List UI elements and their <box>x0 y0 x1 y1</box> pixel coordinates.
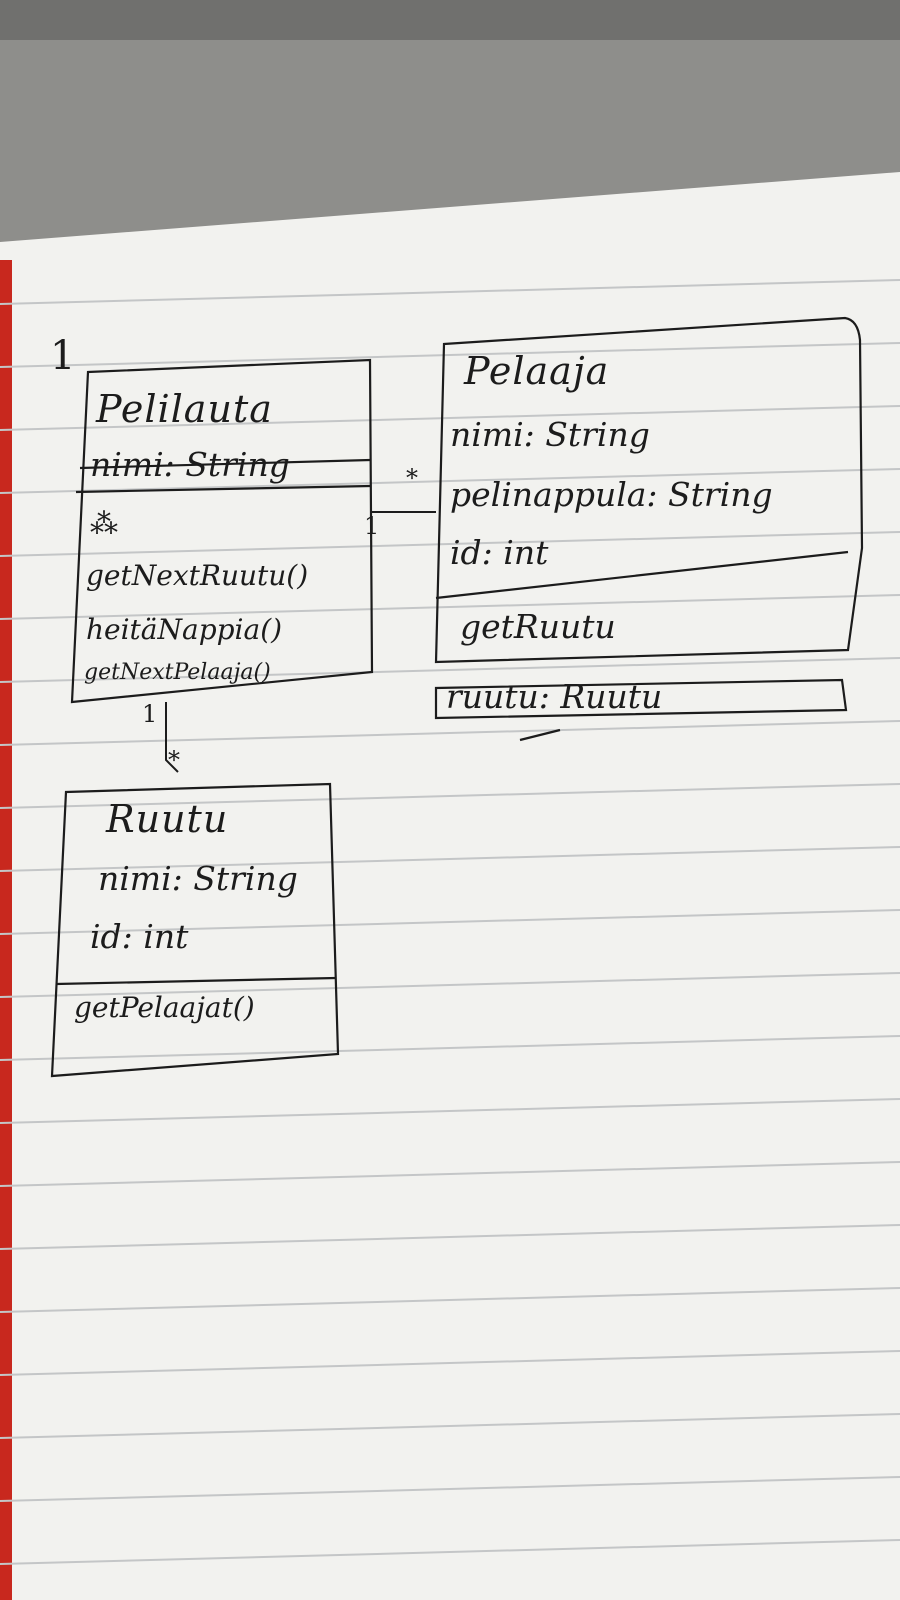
ruutu-attribute: nimi: String <box>98 859 298 898</box>
ruled-line <box>0 1035 900 1061</box>
notebook-binding <box>0 260 12 1600</box>
multiplicity-pelaaja: * <box>406 464 418 492</box>
ruutu-outline <box>50 782 340 1078</box>
pelaaja-attribute: pelinappula: String <box>450 475 773 514</box>
ruled-line <box>0 531 900 557</box>
multiplicity-pelilauta: 1 <box>364 512 380 540</box>
class-box-pelilauta <box>70 358 374 704</box>
pelilauta-scribble: ⁂ <box>90 507 118 540</box>
ruled-line <box>0 594 900 620</box>
page-number: 1 <box>50 333 76 379</box>
ruled-line <box>0 720 900 746</box>
pelilauta-outline <box>70 358 374 704</box>
ruled-line <box>0 1161 900 1187</box>
pelaaja-class-name: Pelaaja <box>464 349 610 393</box>
pelaaja-extra-outline <box>434 678 848 720</box>
pelaaja-method: getRuutu <box>460 607 616 646</box>
pelilauta-method: heitäNappia() <box>86 613 283 646</box>
ruled-line <box>0 1350 900 1376</box>
ruled-line <box>0 1224 900 1250</box>
pelaaja-outline <box>434 316 864 664</box>
ruled-line <box>0 1539 900 1565</box>
pelaaja-divider <box>435 550 849 600</box>
class-box-ruutu <box>50 782 340 1078</box>
pelilauta-class-name: Pelilauta <box>96 387 273 431</box>
ruled-line <box>0 846 900 872</box>
ruled-line <box>0 783 900 809</box>
pelilauta-divider <box>75 484 371 494</box>
ruled-line <box>0 468 900 494</box>
ruutu-class-name: Ruutu <box>106 797 229 841</box>
pelilauta-divider <box>79 458 371 470</box>
pelilauta-method: getNextRuutu() <box>86 559 309 592</box>
class-box-pelaaja <box>434 316 864 742</box>
ruled-line <box>0 909 900 935</box>
ruled-line <box>0 279 900 305</box>
associations <box>165 511 436 773</box>
pelaaja-attribute: id: int <box>450 533 549 572</box>
ruled-line <box>0 405 900 431</box>
pelaaja-attribute: nimi: String <box>450 415 650 454</box>
ruled-line <box>0 1287 900 1313</box>
pelaaja-extra-attribute: ruutu: Ruutu <box>446 677 663 716</box>
table-shadow <box>0 0 900 40</box>
ruled-line <box>0 657 900 683</box>
ruled-line <box>0 342 900 368</box>
ruled-line <box>0 972 900 998</box>
ruutu-method: getPelaajat() <box>74 991 255 1024</box>
pelaaja-stroke <box>519 728 561 742</box>
multiplicity-ruutu: * <box>168 746 180 774</box>
ruled-line <box>0 1098 900 1124</box>
multiplicity-pelilauta-bottom: 1 <box>142 700 158 728</box>
ruled-line <box>0 1476 900 1502</box>
ruutu-divider <box>55 976 337 986</box>
ruutu-attribute: id: int <box>90 917 189 956</box>
pelilauta-method: getNextPelaaja() <box>84 660 271 685</box>
association-pelilauta-ruutu <box>165 702 179 773</box>
ruled-line <box>0 1413 900 1439</box>
pelilauta-attribute: nimi: String <box>90 445 290 484</box>
ruled-lines <box>0 279 900 1565</box>
